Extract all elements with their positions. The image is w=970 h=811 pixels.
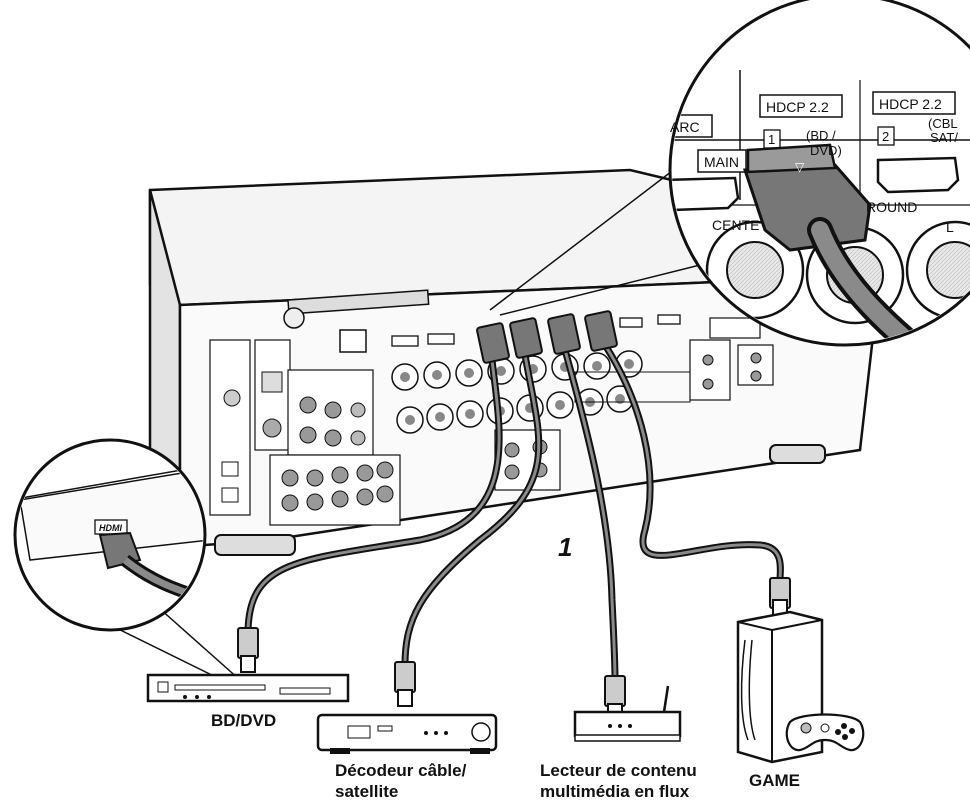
bd-dvd-player-icon [146, 673, 350, 703]
game-label: GAME [749, 771, 800, 790]
zoom-hdcp-label-1: HDCP 2.2 [766, 99, 829, 115]
plug-arrow-icon: ▽ [795, 160, 805, 174]
streaming-label-line2: multimédia en flux [540, 782, 690, 801]
zoom-leader-right-2 [499, 264, 701, 316]
zoom-port2-name-a: (CBL [928, 116, 958, 131]
zoom-port1-name-b: DVD) [810, 143, 842, 158]
step-number: 1 [558, 532, 572, 562]
streaming-label-line1: Lecteur de contenu [540, 761, 697, 780]
zoom-port1-name-a: (BD / [806, 128, 836, 143]
cable-satellite-label-line1: Décodeur câble/ [335, 761, 467, 780]
streaming-player-icon [573, 685, 682, 742]
zoom-circle-hdmi-inputs: ▽ HDCP 2.2 HDCP 2.2 ARC MAIN 1 (BD / DVD… [668, 0, 970, 347]
bd-dvd-label: BD/DVD [211, 711, 277, 730]
zoom-port2-name-b: SAT/ [930, 130, 958, 145]
zoom-circle-bd-hdmi: HDMI [13, 438, 241, 685]
game-console-icon [736, 610, 865, 764]
zoom-leader-right [489, 164, 681, 311]
zoom-hdcp-label-2: HDCP 2.2 [879, 96, 942, 112]
zoom-arc-label: ARC [670, 119, 700, 135]
zoom-l-label: L [946, 219, 954, 235]
zoom-main-label: MAIN [704, 154, 739, 170]
zoom-hdmi-label: HDMI [99, 523, 122, 533]
zoom-port2-number: 2 [882, 129, 889, 144]
cable-satellite-box-icon [316, 713, 498, 754]
zoom-port1-number: 1 [768, 132, 775, 147]
hdmi-plugs-devices [237, 577, 791, 721]
zoom-round-label: ROUND [866, 199, 917, 215]
cable-satellite-label-line2: satellite [335, 782, 399, 801]
hdmi-plugs-receiver [476, 310, 618, 364]
zoom-center-label: CENTE [712, 217, 759, 233]
